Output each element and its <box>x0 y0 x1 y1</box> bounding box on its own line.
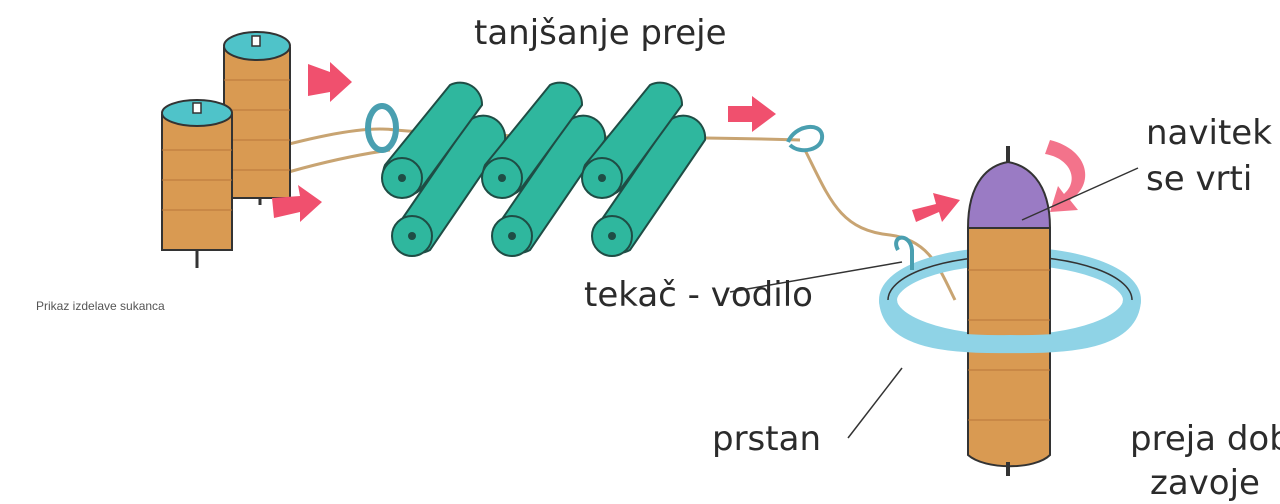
bobbin-top <box>968 162 1050 228</box>
label-bobbin-1: navitek <box>1146 113 1272 153</box>
drafting-rollers <box>382 83 705 256</box>
arrow-icon <box>308 62 352 102</box>
caption: Prikaz izdelave sukanca <box>36 299 165 313</box>
label-twist-2: zavoje <box>1150 463 1260 503</box>
label-bobbin-2: se vrti <box>1146 159 1252 199</box>
arrow-icon <box>728 96 776 132</box>
label-drafting: tanjšanje preje <box>474 13 727 53</box>
label-ring: prstan <box>712 419 821 459</box>
bobbin <box>968 146 1050 476</box>
supply-spool-front <box>162 100 232 268</box>
roller-pair-3 <box>582 83 705 256</box>
supply-spool-back <box>224 32 290 205</box>
label-twist-1: preja dobi <box>1130 419 1280 459</box>
label-traveler: tekač - vodilo <box>584 275 813 315</box>
yarn-to-bobbin <box>805 150 955 300</box>
arrow-icon <box>912 193 960 222</box>
ring-leader <box>848 368 902 438</box>
